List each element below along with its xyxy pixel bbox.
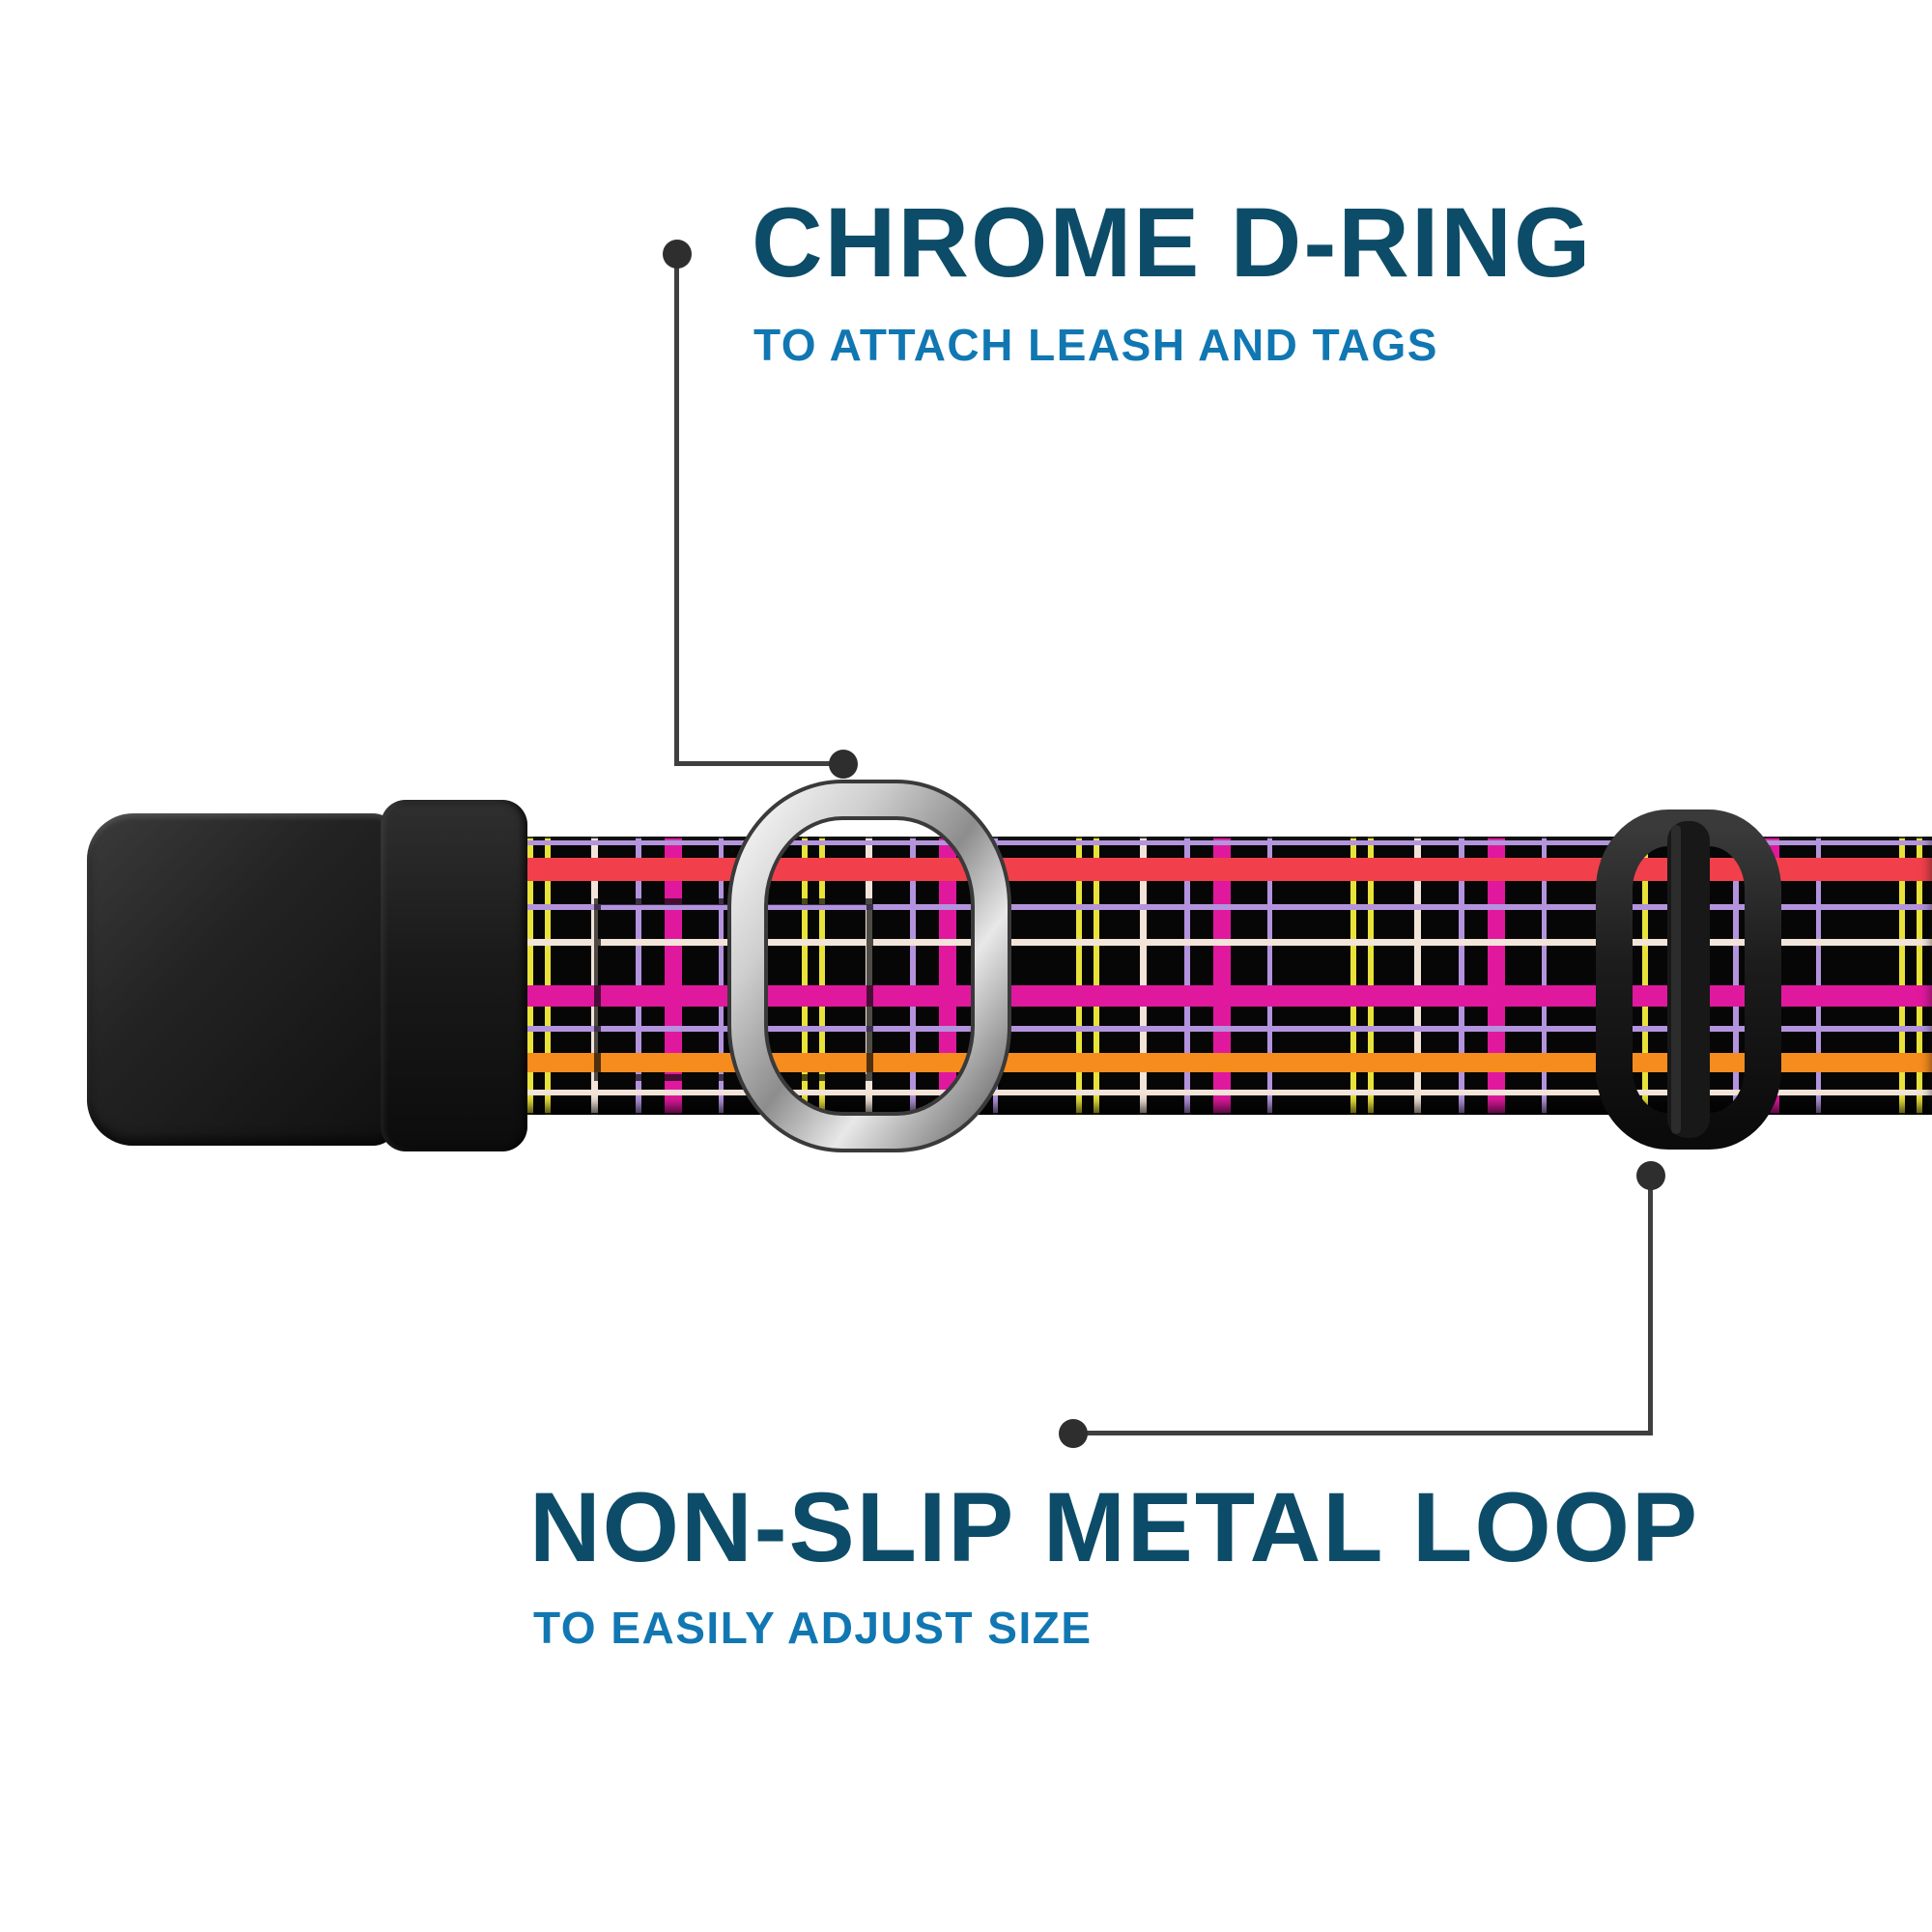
- d-ring-graphic: [727, 780, 1011, 1152]
- side-release-buckle: [87, 813, 398, 1146]
- d-ring-connector-line-vertical: [674, 253, 679, 765]
- d-ring-connector-dot-bottom: [829, 750, 858, 779]
- metal-loop-callout-subtitle: TO EASILY ADJUST SIZE: [533, 1603, 1093, 1653]
- d-ring-callout-subtitle: TO ATTACH LEASH AND TAGS: [753, 320, 1438, 370]
- d-ring-connector-line-horizontal: [674, 761, 844, 766]
- metal-loop-connector-line-horizontal: [1072, 1431, 1653, 1435]
- d-ring-connector-dot-top: [663, 240, 692, 269]
- metal-loop-connector-line-vertical: [1648, 1175, 1653, 1435]
- slider-graphic: [1596, 810, 1781, 1150]
- metal-loop-callout-title: NON-SLIP METAL LOOP: [529, 1472, 1700, 1582]
- d-ring-callout-title: CHROME D-RING: [752, 187, 1593, 298]
- chrome-d-ring: [726, 779, 1012, 1158]
- buckle-webbing-flange: [381, 800, 527, 1151]
- tri-glide-slider: [1596, 810, 1781, 1154]
- metal-loop-connector-dot-top: [1636, 1161, 1665, 1190]
- metal-loop-connector-dot-left: [1059, 1419, 1088, 1448]
